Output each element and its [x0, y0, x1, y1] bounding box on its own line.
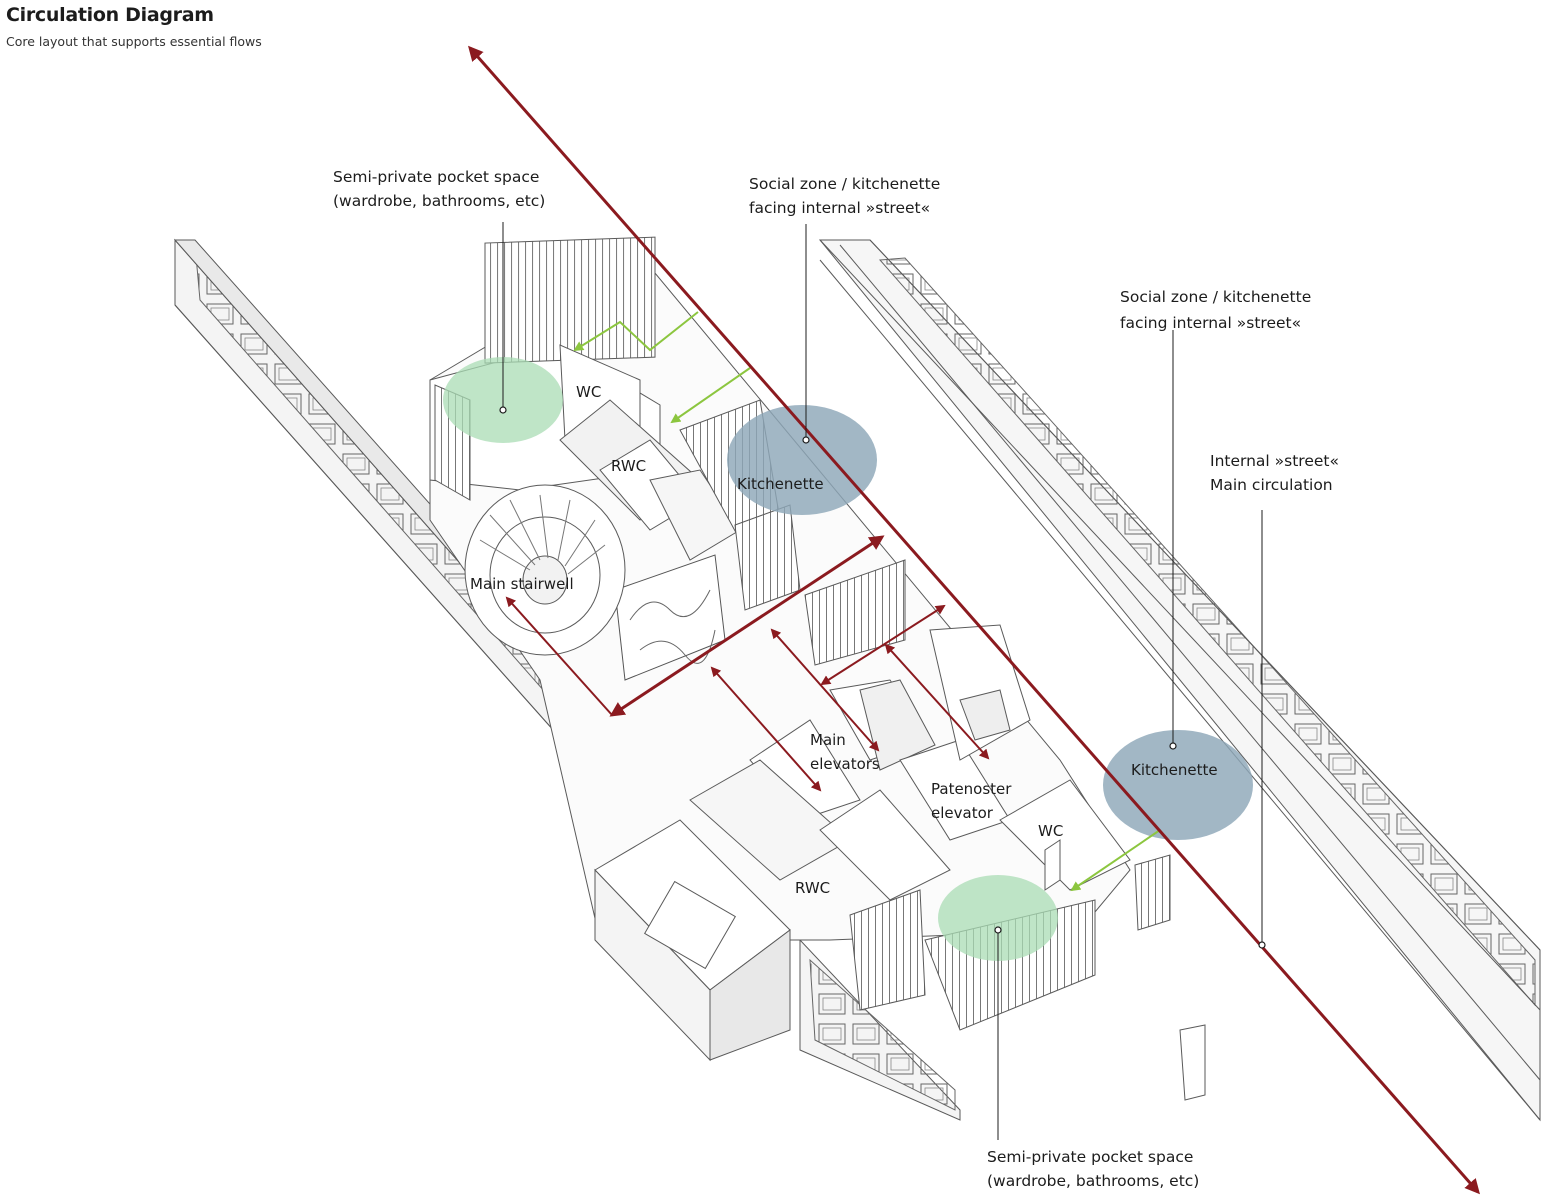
main-circulation-arrow [468, 45, 1480, 1195]
room-elevators-line2: elevators [810, 755, 880, 773]
callout-pocket-top-line1: Semi-private pocket space [333, 168, 539, 186]
stairwell-drawing [464, 484, 626, 656]
room-rwc-top: RWC [611, 457, 646, 475]
room-paternoster-line2: elevator [931, 804, 994, 822]
room-kitchenette-top: Kitchenette [737, 475, 824, 493]
leader-lines [502, 222, 1263, 1140]
diagram-subtitle: Core layout that supports essential flow… [6, 34, 262, 49]
room-stairwell: Main stairwell [470, 575, 574, 593]
cross-arrow-small [820, 604, 946, 686]
callouts: Semi-private pocket space (wardrobe, bat… [333, 168, 1339, 1190]
leader-dots [499, 406, 1266, 949]
callout-social-right-line2: facing internal »street« [1120, 314, 1301, 332]
flow-arrows [468, 45, 1480, 1195]
elevator-arrow-left [710, 666, 822, 792]
callout-pocket-bottom-line2: (wardrobe, bathrooms, etc) [987, 1172, 1199, 1190]
room-elevators-line1: Main [810, 731, 846, 749]
diagram-title: Circulation Diagram [6, 4, 214, 26]
cross-arrow-main [609, 535, 885, 717]
room-wc-top: WC [576, 383, 601, 401]
room-kitchenette-right: Kitchenette [1131, 761, 1218, 779]
callout-street-line2: Main circulation [1210, 476, 1333, 494]
callout-social-top-line1: Social zone / kitchenette [749, 175, 940, 193]
social-zone-top [727, 405, 877, 515]
room-rwc-bottom: RWC [795, 879, 830, 897]
callout-pocket-bottom-line1: Semi-private pocket space [987, 1148, 1193, 1166]
stair-arrow [505, 596, 613, 716]
callout-pocket-top-line2: (wardrobe, bathrooms, etc) [333, 192, 545, 210]
callout-street-line1: Internal »street« [1210, 452, 1339, 470]
elevator-arrow-mid [770, 628, 880, 752]
room-wc-bottom: WC [1038, 822, 1063, 840]
room-labels: WC RWC Kitchenette Main stairwell Main e… [470, 383, 1218, 897]
callout-social-right-line1: Social zone / kitchenette [1120, 288, 1311, 306]
social-zone-right [1103, 730, 1253, 840]
callout-social-top-line2: facing internal »street« [749, 199, 930, 217]
building-drawing [173, 236, 1541, 1122]
room-paternoster-line1: Patenoster [931, 780, 1012, 798]
